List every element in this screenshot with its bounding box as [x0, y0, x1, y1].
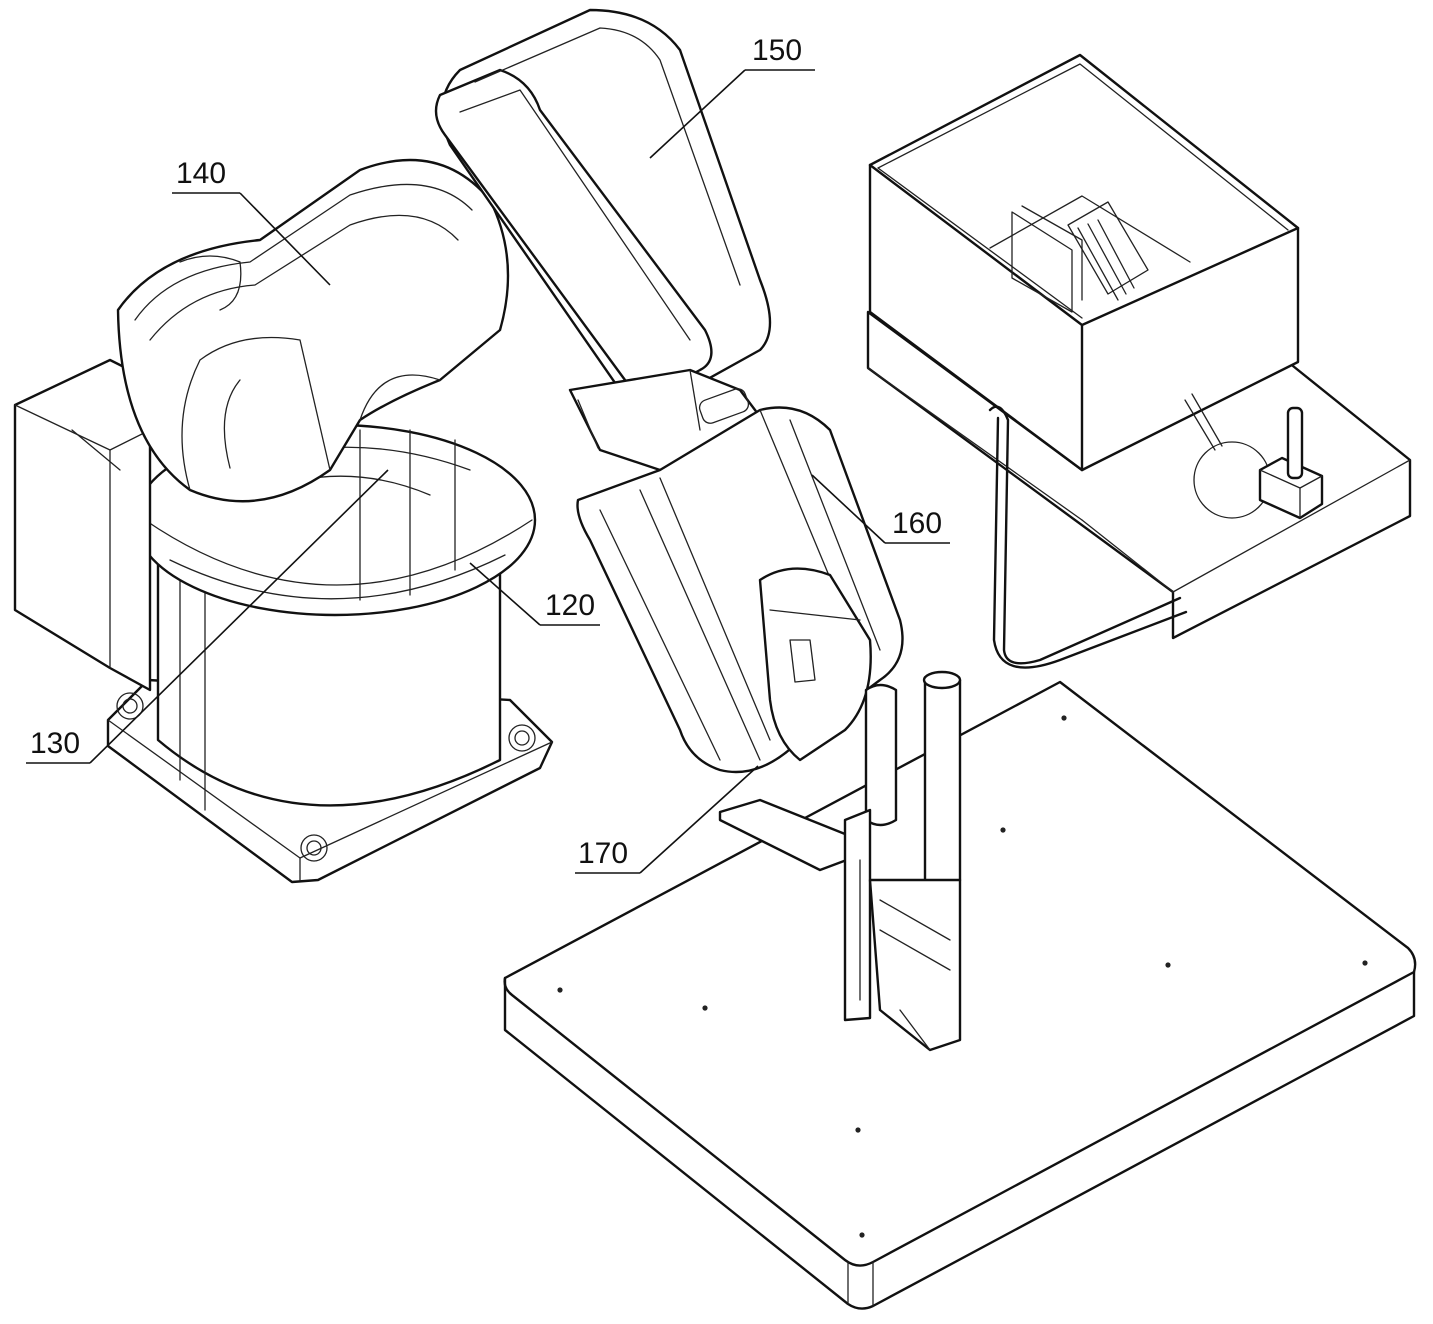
- robot-base: [13, 358, 554, 884]
- lower-arm-140: [116, 158, 510, 503]
- leader-lines: [26, 69, 950, 874]
- forearm-160: [576, 406, 904, 774]
- label-130: 130: [30, 727, 80, 760]
- label-140: 140: [176, 157, 226, 190]
- label-170: 170: [578, 837, 628, 870]
- label-150: 150: [752, 34, 802, 67]
- feeder-box: [866, 53, 1412, 669]
- label-160: 160: [892, 507, 942, 540]
- upper-arm-150: [434, 8, 772, 472]
- label-120: 120: [545, 589, 595, 622]
- end-effector-170: [718, 670, 962, 1052]
- reference-labels: 150 140 160 120 130 170: [30, 34, 942, 870]
